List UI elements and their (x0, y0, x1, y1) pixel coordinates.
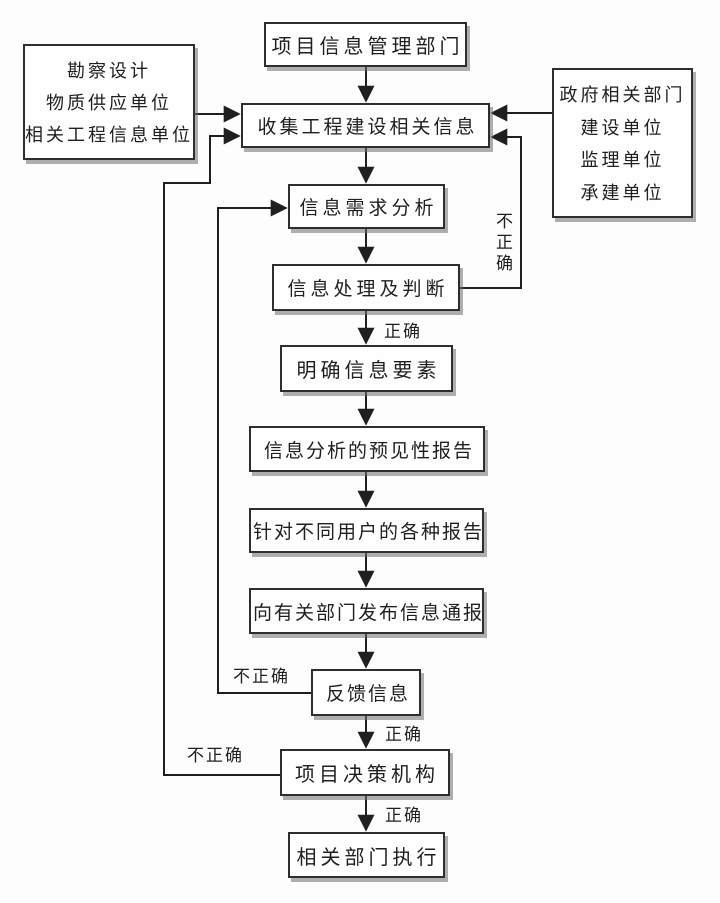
node-project-info-dept: 项目信息管理部门 (264, 22, 467, 67)
node-collect-info-label: 收集工程建设相关信息 (257, 116, 478, 138)
node-process-judge-label: 信息处理及判断 (287, 278, 449, 300)
node-collect-info: 收集工程建设相关信息 (241, 103, 490, 148)
node-process-judge: 信息处理及判断 (272, 264, 460, 311)
node-feedback-info-label: 反馈信息 (325, 683, 410, 705)
node-right-sources: 政府相关部门 建设单位 监理单位 承建单位 (552, 68, 693, 218)
edge-label-correct-after-decision: 正确 (385, 806, 423, 826)
node-demand-analysis: 信息需求分析 (288, 184, 445, 229)
node-user-reports: 针对不同用户的各种报告 (249, 508, 484, 553)
node-decision-body: 项目决策机构 (280, 749, 450, 796)
node-dept-execute: 相关部门执行 (288, 832, 445, 878)
node-right-sources-line-2: 建设单位 (580, 117, 665, 139)
node-publish-notice-label: 向有关部门发布信息通报 (253, 601, 485, 624)
node-right-sources-line-1: 政府相关部门 (559, 85, 686, 107)
node-feedback-info: 反馈信息 (311, 669, 421, 716)
edge-label-incorrect-feedback: 不正确 (233, 667, 290, 687)
edge-decision-collect-incorrect (163, 127, 280, 776)
node-left-sources-line-1: 勘察设计 (67, 61, 151, 82)
node-user-reports-label: 针对不同用户的各种报告 (253, 521, 485, 543)
edge-process-collect-incorrect (460, 128, 522, 289)
node-predictive-report-label: 信息分析的预见性报告 (263, 439, 474, 462)
node-right-sources-line-4: 承建单位 (580, 182, 665, 204)
edge-feedback-demand-incorrect (217, 199, 311, 694)
node-demand-analysis-label: 信息需求分析 (299, 197, 438, 219)
node-project-info-dept-label: 项目信息管理部门 (271, 34, 464, 58)
edge-label-correct-after-process: 正确 (384, 322, 422, 342)
edge-label-incorrect-decision: 不正确 (187, 746, 244, 766)
node-left-sources-line-3: 相关工程信息单位 (25, 125, 193, 146)
node-publish-notice: 向有关部门发布信息通报 (249, 588, 484, 634)
node-predictive-report: 信息分析的预见性报告 (249, 426, 485, 472)
node-left-sources-line-2: 物质供应单位 (46, 93, 172, 114)
node-right-sources-line-3: 监理单位 (580, 150, 665, 172)
node-dept-execute-label: 相关部门执行 (296, 844, 441, 869)
node-clarify-elements-label: 明确信息要素 (296, 358, 441, 382)
node-decision-body-label: 项目决策机构 (295, 762, 439, 786)
node-clarify-elements: 明确信息要素 (280, 345, 453, 392)
edge-label-incorrect-right: 不正确 (492, 212, 512, 275)
edge-label-correct-after-feedback: 正确 (385, 725, 423, 745)
node-left-sources: 勘察设计 物质供应单位 相关工程信息单位 (23, 44, 195, 160)
